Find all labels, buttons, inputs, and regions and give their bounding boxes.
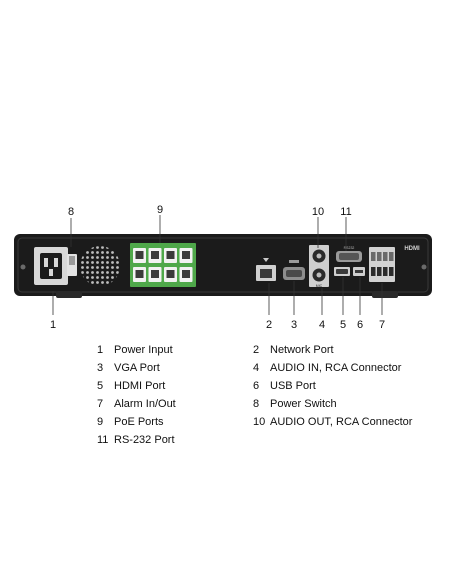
callout-7: 7 [379, 319, 385, 331]
alarm-terminal-block [369, 247, 395, 282]
screw-left [20, 264, 26, 270]
callout-10: 10 [312, 206, 324, 218]
alarm-terminal-pin [377, 267, 382, 276]
poe-port-socket [135, 270, 144, 278]
poe-ports [130, 243, 196, 287]
left-foot [56, 291, 82, 298]
poe-port-socket [182, 270, 190, 278]
alarm-terminal-pin [371, 252, 376, 261]
rs232-label: RS232 [344, 246, 355, 250]
fan-grille [80, 246, 120, 286]
alarm-terminal-pin [383, 252, 388, 261]
callout-1: 1 [50, 319, 56, 331]
alarm-terminal-pin [377, 252, 382, 261]
callout-numbers: 1 8 9 2 3 4 5 6 7 10 11 [50, 204, 385, 331]
mic-label: MIC [316, 284, 323, 288]
right-foot [372, 291, 398, 298]
callout-8: 8 [68, 206, 74, 218]
callout-11: 11 [340, 206, 351, 218]
poe-port-socket [166, 251, 175, 259]
callout-5: 5 [340, 319, 346, 331]
alarm-terminal-pin [371, 267, 376, 276]
poe-port-socket [182, 251, 190, 259]
callout-6: 6 [357, 319, 363, 331]
network-port [256, 258, 276, 281]
callout-2: 2 [266, 319, 272, 331]
callout-3: 3 [291, 319, 297, 331]
power-switch [67, 254, 77, 276]
poe-port-socket [151, 251, 159, 259]
alarm-terminal-pin [389, 267, 394, 276]
rs232-port: RS232 [336, 246, 362, 262]
callout-4: 4 [319, 319, 325, 331]
poe-port-socket [135, 251, 144, 259]
callout-leaders [52, 215, 383, 315]
power-input-socket [34, 247, 68, 285]
usb-port [353, 267, 365, 276]
alarm-terminal-pin [389, 252, 394, 261]
vga-port [283, 260, 305, 280]
screw-right [421, 264, 427, 270]
alarm-terminal-pin [383, 267, 388, 276]
hdmi-logo: HDMI [404, 246, 420, 252]
poe-port-socket [166, 270, 175, 278]
hdmi-port [334, 267, 350, 276]
callout-9: 9 [157, 204, 163, 216]
poe-port-socket [151, 270, 159, 278]
audio-rca-block: MIC [309, 245, 329, 288]
